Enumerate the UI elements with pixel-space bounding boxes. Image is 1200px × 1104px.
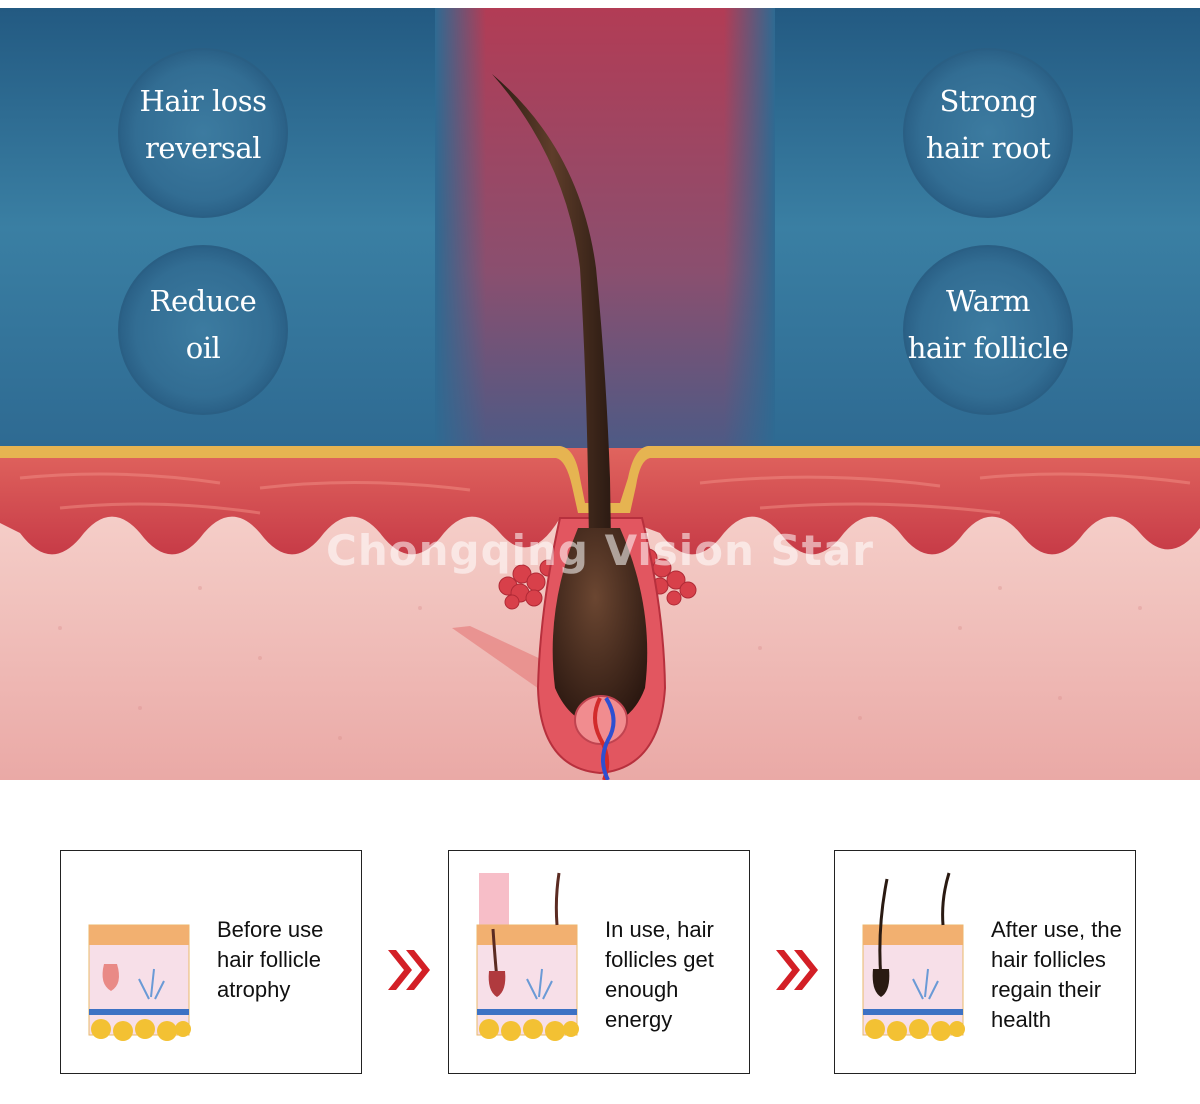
badge-hair-loss-reversal: Hair loss reversal bbox=[118, 78, 288, 172]
double-chevron-right-icon bbox=[776, 950, 818, 990]
skin-block-before-icon bbox=[88, 924, 191, 1041]
step-text: In use, hair follicles get enough energy bbox=[605, 915, 745, 1035]
badge-circle bbox=[903, 48, 1073, 218]
double-chevron-right-icon bbox=[388, 950, 430, 990]
badge-line: Hair loss bbox=[139, 84, 267, 118]
step-before-use: Before use hair follicle atrophy bbox=[60, 850, 362, 1074]
step-after-use: After use, the hair follicles regain the… bbox=[834, 850, 1136, 1074]
watermark: Chongqing Vision Star bbox=[326, 526, 874, 575]
step-text: After use, the hair follicles regain the… bbox=[991, 915, 1131, 1035]
skin-block-after-icon bbox=[862, 872, 965, 1041]
badge-line: Strong bbox=[939, 84, 1037, 118]
step-text: Before use hair follicle atrophy bbox=[217, 915, 357, 1005]
badge-strong-hair-root: Strong hair root bbox=[903, 78, 1073, 172]
badge-line: Warm bbox=[946, 284, 1030, 318]
step-line: atrophy bbox=[217, 977, 291, 1002]
badge-line: hair root bbox=[925, 131, 1051, 165]
badge-line: hair follicle bbox=[907, 331, 1069, 365]
step-line: energy bbox=[605, 1007, 673, 1032]
step-line: hair follicles bbox=[991, 947, 1106, 972]
step-line: Before use bbox=[217, 917, 324, 942]
step-line: hair follicle bbox=[217, 947, 321, 972]
badge-line: Reduce bbox=[149, 284, 257, 318]
step-line: After use, the bbox=[991, 917, 1122, 942]
skin-block-in-use-icon bbox=[476, 872, 579, 1041]
badge-circle bbox=[118, 245, 288, 415]
step-line: follicles get bbox=[605, 947, 714, 972]
badge-circle bbox=[118, 48, 288, 218]
badge-warm-hair-follicle: Warm hair follicle bbox=[903, 278, 1073, 372]
badge-reduce-oil: Reduce oil bbox=[118, 278, 288, 372]
step-line: health bbox=[991, 1007, 1051, 1032]
badge-line: oil bbox=[185, 331, 221, 365]
step-line: regain their bbox=[991, 977, 1102, 1002]
badge-line: reversal bbox=[145, 131, 261, 165]
badge-circle bbox=[903, 245, 1073, 415]
hair-follicle-illustration bbox=[0, 8, 1200, 780]
step-line: In use, hair bbox=[605, 917, 714, 942]
step-line: enough bbox=[605, 977, 679, 1002]
step-in-use: In use, hair follicles get enough energy bbox=[448, 850, 750, 1074]
